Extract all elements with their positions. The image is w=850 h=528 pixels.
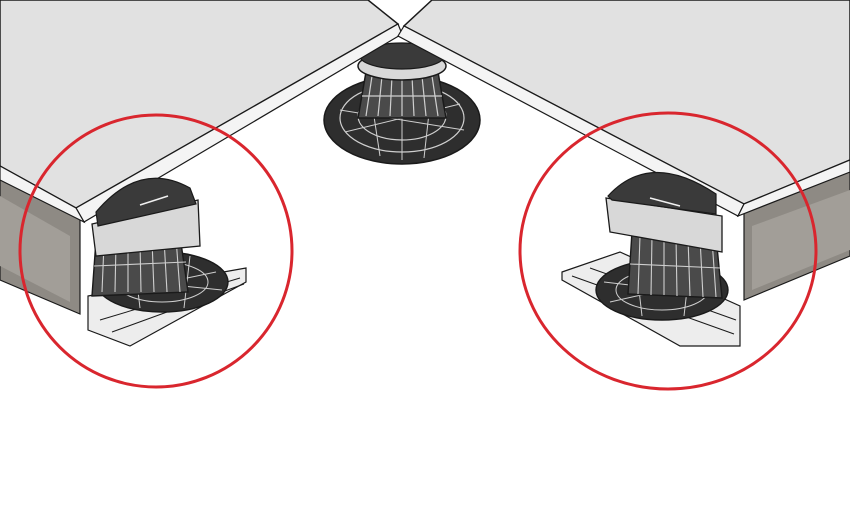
right-pedestal [561, 171, 741, 347]
right-pedestal-cap [607, 171, 717, 215]
left-tile-front-edge [0, 165, 86, 224]
left-pedestal [87, 177, 247, 347]
center-pedestal [323, 42, 481, 165]
center-pedestal-ribs [362, 75, 442, 117]
left-tile-side-shade [0, 196, 70, 302]
right-tile-side-shade [752, 190, 850, 290]
left-pedestal-cap [95, 177, 197, 227]
right-highlight-circle [518, 111, 818, 391]
right-pedestal-ribs [629, 235, 721, 298]
left-highlight-circle [18, 113, 294, 389]
right-tile-front-edge [736, 159, 850, 218]
